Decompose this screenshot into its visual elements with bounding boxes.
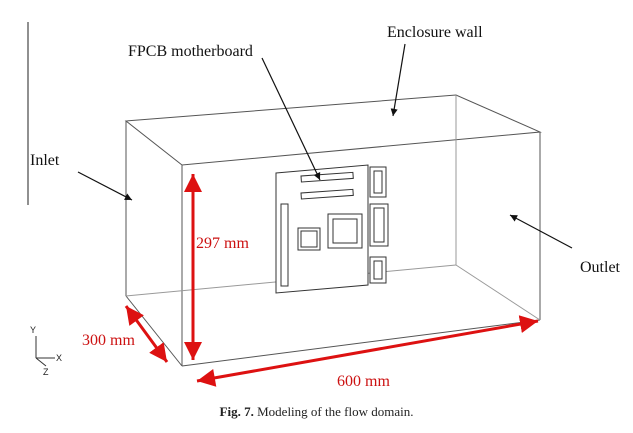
height-dimension-label: 297 mm [196,235,249,252]
enclosure-wall-label: Enclosure wall [387,24,483,41]
figure-caption: Fig. 7. Modeling of the flow domain. [0,404,633,420]
axis-triad [35,336,55,367]
component-right-1-inner [373,170,383,194]
length-dimension-label: 600 mm [337,373,390,390]
caption-text: Modeling of the flow domain. [257,404,414,419]
motherboard-plate [275,164,369,294]
depth-dimension-arrow [124,305,169,363]
component-right-2-inner [373,207,385,243]
component-right-3-inner [373,260,383,280]
inlet-label: Inlet [30,152,60,169]
fpcb-label: FPCB motherboard [128,43,253,60]
fpcb-pointer-arrow [261,57,321,181]
caption-prefix: Fig. 7. [219,404,254,419]
chip-small [297,227,321,251]
chip-small-inner [300,230,318,248]
x-axis-label: X [56,353,62,363]
depth-dimension-label: 300 mm [82,332,135,349]
connector-2 [300,188,354,200]
fpcb-motherboard [275,164,389,294]
length-dimension-arrow [196,315,539,387]
box-edge-bottom-front [181,319,541,367]
processor-block [327,213,363,249]
inlet-pointer-arrow [77,171,133,201]
box-top-face [124,94,542,166]
outlet-pointer-arrow [509,214,573,249]
enclosure-pointer-arrow [390,43,406,117]
y-axis-label: Y [30,325,36,335]
z-axis-line [35,357,47,367]
outlet-label: Outlet [580,259,621,276]
processor-inner [332,218,358,244]
component-right-2 [369,203,389,247]
vertical-slot [280,203,289,287]
box-edge-bottom-right [455,264,541,321]
box-edge-bottom-left [125,295,183,367]
z-axis-label: Z [43,367,49,377]
